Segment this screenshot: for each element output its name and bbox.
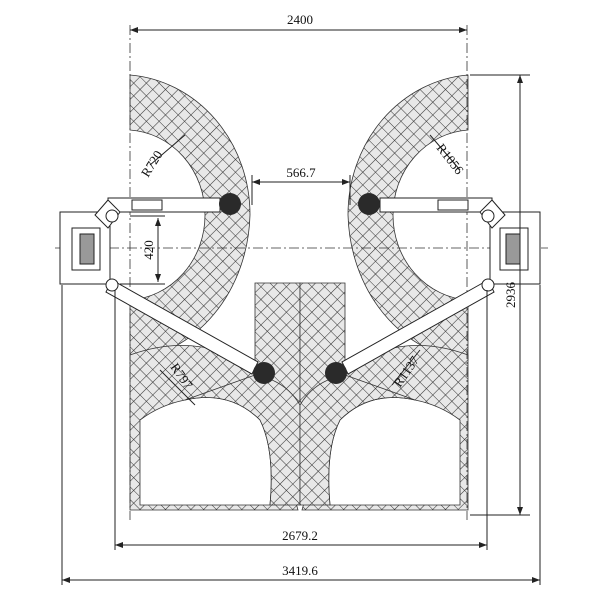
- sweep-areas: [129, 74, 469, 511]
- dimension-lines: [61, 27, 541, 585]
- right-post: [489, 211, 541, 285]
- center-lines: [55, 25, 548, 520]
- dim-566-7: 566.7: [286, 165, 316, 180]
- pad-front-left: [219, 193, 241, 215]
- dim-3419-6: 3419.6: [282, 563, 318, 578]
- dim-2936: 2936: [503, 282, 518, 309]
- pad-rear-right: [325, 362, 347, 384]
- dim-2400: 2400: [287, 12, 313, 27]
- lift-pads: [219, 193, 380, 384]
- front-left-sweep: [129, 74, 251, 361]
- left-post: [59, 211, 111, 285]
- radius-front-right: R1056: [434, 141, 467, 178]
- dim-420: 420: [141, 240, 156, 260]
- dim-2679-2: 2679.2: [282, 528, 318, 543]
- lift-arms: [94, 197, 506, 375]
- pad-rear-left: [253, 362, 275, 384]
- pad-front-right: [358, 193, 380, 215]
- radius-front-left: R720: [138, 148, 166, 180]
